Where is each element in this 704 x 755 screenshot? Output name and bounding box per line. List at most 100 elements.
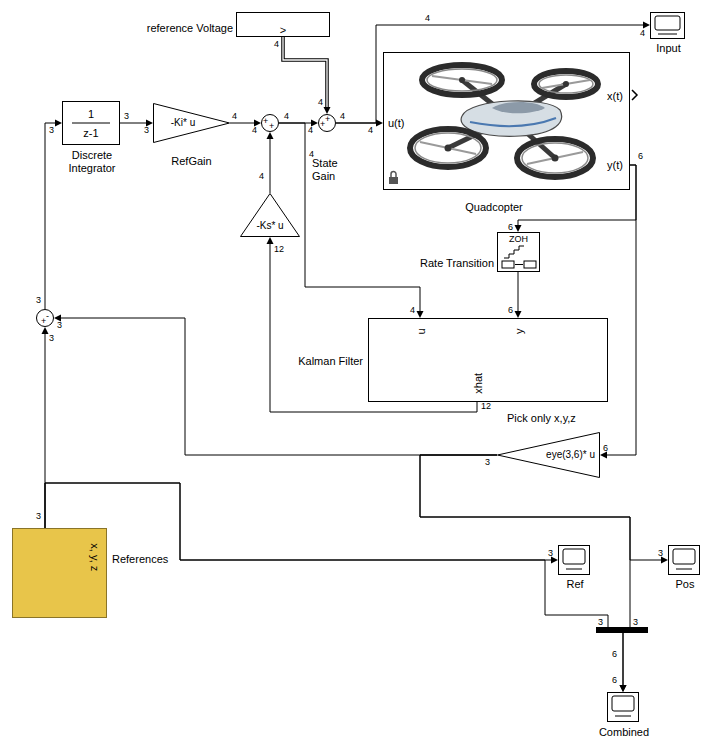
signal-line: [279, 123, 424, 318]
arrowhead: [515, 311, 522, 318]
signal-line: [515, 272, 522, 318]
bus-line: [283, 37, 327, 107]
sum-block: ++: [261, 114, 279, 132]
quadcopter-illustration: [445, 145, 452, 152]
plant-block: x(t)u(t)y(t)Quadcopter: [383, 52, 630, 190]
signal-dimension: 4: [274, 40, 279, 50]
signal-dimension: 3: [124, 112, 129, 122]
wire: [230, 123, 254, 124]
filter-block: uyKalman Filterxhat: [368, 318, 608, 402]
quadcopter-illustration: [427, 69, 497, 91]
subsystem-block: x, y, zReferences: [12, 528, 107, 618]
signal-dimension: 3: [598, 618, 603, 628]
quadcopter-illustration: [527, 152, 583, 164]
scope-screen: [673, 549, 695, 564]
sum-block: -+: [36, 309, 54, 327]
arrowhead: [620, 685, 627, 692]
output-port-chevron: [632, 90, 637, 100]
signal-dimension: 4: [425, 14, 430, 24]
gain-triangle: -Ki* uRefGain: [153, 103, 230, 143]
signal-dimension: 6: [638, 152, 643, 162]
quadcopter-illustration: [539, 75, 593, 93]
rate-transition-block: ZOHRate Transition: [497, 232, 540, 272]
wire: [45, 483, 551, 560]
block-text: +: [269, 122, 274, 131]
signal-dimension: 6: [612, 676, 617, 686]
signal-dimension: 4: [368, 126, 373, 136]
scope-block: Pos: [668, 545, 700, 575]
block-text: u: [415, 325, 428, 337]
block-outline: [498, 433, 600, 478]
signal-dimension: 12: [481, 402, 491, 412]
block-outline: [37, 310, 54, 327]
quadcopter-illustration: [552, 155, 559, 162]
bus-line: [283, 37, 327, 107]
arrowhead: [42, 327, 49, 334]
scope-screen: [658, 34, 677, 35]
block-outline: [319, 115, 336, 132]
wire: [607, 165, 636, 455]
scope-screen: [676, 569, 692, 570]
scope-screen: [655, 16, 680, 30]
block-text: State Gain: [312, 157, 352, 182]
wire: [45, 123, 55, 309]
signal-dimension: 3: [49, 334, 54, 344]
zoh-icon: [504, 246, 524, 258]
block-text: References: [112, 553, 168, 566]
signal-dimension: 4: [309, 150, 314, 160]
arrowhead: [267, 237, 274, 244]
zoh-icon: [502, 261, 514, 268]
block-text: Combined: [594, 726, 654, 739]
block-text: x(t): [607, 90, 623, 103]
signal-line: [54, 315, 497, 456]
block-text: eye(3,6)* u: [546, 449, 595, 461]
block-text: ZOH: [498, 234, 539, 244]
block-text: Ref: [545, 578, 605, 591]
block-text: -: [46, 312, 49, 321]
scope-block: Ref: [558, 545, 590, 575]
arrowhead: [55, 120, 62, 127]
block-text: -Ks* u: [250, 220, 290, 232]
signal-line: [420, 455, 630, 692]
block-text: +: [320, 120, 325, 129]
arrowhead: [267, 132, 274, 139]
block-text: reference Voltage: [147, 22, 233, 35]
signal-dimension: 4: [232, 112, 237, 122]
signal-line: [283, 37, 331, 114]
block-text: Pick only x,y,z: [507, 412, 576, 425]
zoh-icon: [524, 261, 536, 268]
arrowhead: [417, 311, 424, 318]
signal-dimension: 6: [508, 223, 513, 233]
signal-dimension: 3: [633, 618, 638, 628]
arrowhead: [620, 685, 627, 692]
gain-triangle: Pick only x,y,zeye(3,6)* u: [497, 432, 600, 478]
wire: [518, 272, 519, 311]
block-text: Kalman Filter: [298, 355, 363, 368]
block-text: y: [513, 325, 526, 337]
block-text: +: [263, 117, 268, 126]
quadcopter-illustration: [432, 76, 492, 84]
signal-dimension: 4: [640, 29, 645, 39]
block-text: +: [41, 317, 46, 326]
signal-line: [267, 132, 274, 193]
discrete-integrator: 1z-1Discrete Integrator: [62, 101, 120, 145]
arrowhead: [643, 22, 650, 29]
wire: [270, 139, 271, 193]
signal-dimension: 6: [612, 650, 617, 660]
block-text: z-1: [63, 127, 119, 140]
sum-block: ++: [318, 114, 336, 132]
block-text: RefGain: [153, 155, 230, 168]
signal-line: [600, 165, 636, 459]
lock-icon: [391, 172, 396, 178]
block-text: +: [325, 115, 330, 124]
signal-dimension: 4: [259, 172, 264, 182]
quadcopter-illustration: [459, 77, 465, 83]
wire: [270, 244, 477, 412]
signal-line: [45, 483, 627, 692]
block-text: y(t): [607, 159, 623, 172]
signal-dimension: 3: [144, 126, 149, 136]
signal-dimension: 4: [308, 126, 313, 136]
zoh-icon: [515, 264, 523, 265]
